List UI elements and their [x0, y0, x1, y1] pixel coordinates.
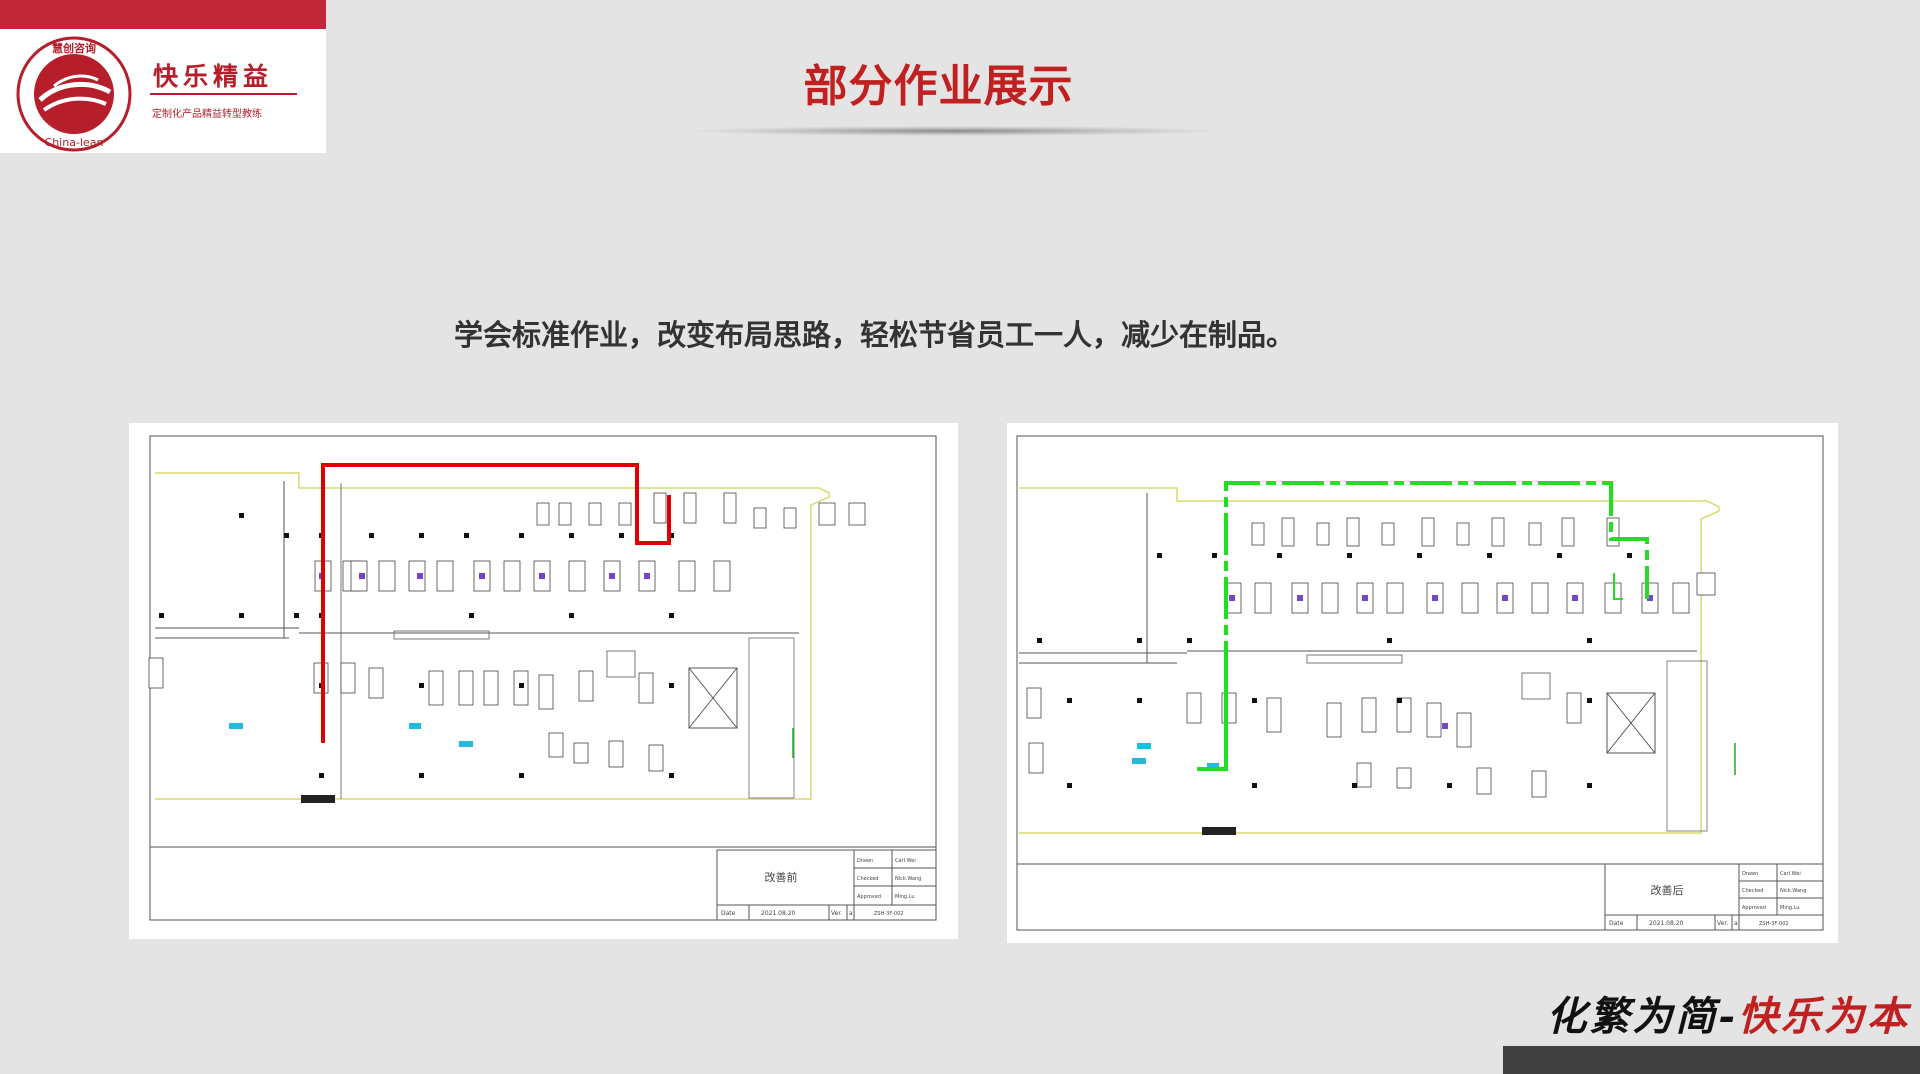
- approved-label: Approved: [1742, 905, 1766, 911]
- top-accent-bar: [0, 0, 326, 29]
- date-label: Date: [721, 910, 736, 917]
- date-value: 2021.08.20: [1649, 920, 1684, 927]
- layout-drawing-after: 改善后 Drawn Carl.Wei Checked Nick.Wang App…: [1007, 423, 1838, 943]
- seal-icon: 慧创咨询 China-lean: [16, 36, 132, 152]
- brand-logo: 慧创咨询 China-lean 快乐精益 定制化产品精益转型教练: [0, 29, 326, 153]
- drawn-value: Carl.Wei: [1780, 871, 1801, 877]
- approved-label: Approved: [857, 894, 881, 900]
- date-value: 2021.08.20: [761, 910, 796, 917]
- page-subtitle: 学会标准作业，改变布局思路，轻松节省员工一人，减少在制品。: [454, 318, 1296, 352]
- brand-divider: [150, 93, 297, 95]
- drawn-label: Drawn: [857, 858, 873, 864]
- ver-label: Ver.: [831, 910, 842, 917]
- checked-value: Nick.Wang: [1780, 888, 1806, 894]
- drawing-number: ZSH-3F-002: [874, 911, 904, 917]
- slogan-main: 化繁为简-: [1546, 993, 1738, 1040]
- slogan-accent: 快乐为本: [1738, 993, 1910, 1040]
- layout-drawing-before: 改善前 Drawn Carl.Wei Checked Nick.Wang App…: [129, 423, 958, 939]
- drawn-label: Drawn: [1742, 871, 1758, 877]
- seal-bottom-text: China-lean: [45, 136, 104, 149]
- date-label: Date: [1609, 920, 1624, 927]
- title-underline-shadow: [690, 126, 1220, 136]
- ver-value: a: [1734, 920, 1738, 927]
- drawing-caption: 改善前: [765, 870, 798, 884]
- drawn-value: Carl.Wei: [895, 858, 916, 864]
- seal-top-text: 慧创咨询: [52, 41, 96, 55]
- drawing-caption: 改善后: [1651, 883, 1684, 897]
- brand-tagline: 定制化产品精益转型教练: [152, 109, 262, 120]
- floor-plan-before: 改善前 Drawn Carl.Wei Checked Nick.Wang App…: [148, 435, 937, 921]
- footer-bar: [1503, 1046, 1920, 1074]
- checked-value: Nick.Wang: [895, 876, 921, 882]
- checked-label: Checked: [1742, 888, 1763, 894]
- ver-label: Ver.: [1717, 920, 1728, 927]
- page-title: 部分作业展示: [803, 61, 1074, 112]
- checked-label: Checked: [857, 876, 878, 882]
- drawing-number: ZSH-3F-002: [1759, 921, 1789, 927]
- brand-name: 快乐精益: [153, 62, 274, 91]
- floor-plan-after: 改善后 Drawn Carl.Wei Checked Nick.Wang App…: [1016, 435, 1824, 931]
- footer-slogan: 化繁为简-快乐为本: [1546, 984, 1910, 1042]
- approved-value: Ming.Lu: [1780, 905, 1800, 911]
- ver-value: a: [849, 910, 853, 917]
- approved-value: Ming.Lu: [895, 894, 915, 900]
